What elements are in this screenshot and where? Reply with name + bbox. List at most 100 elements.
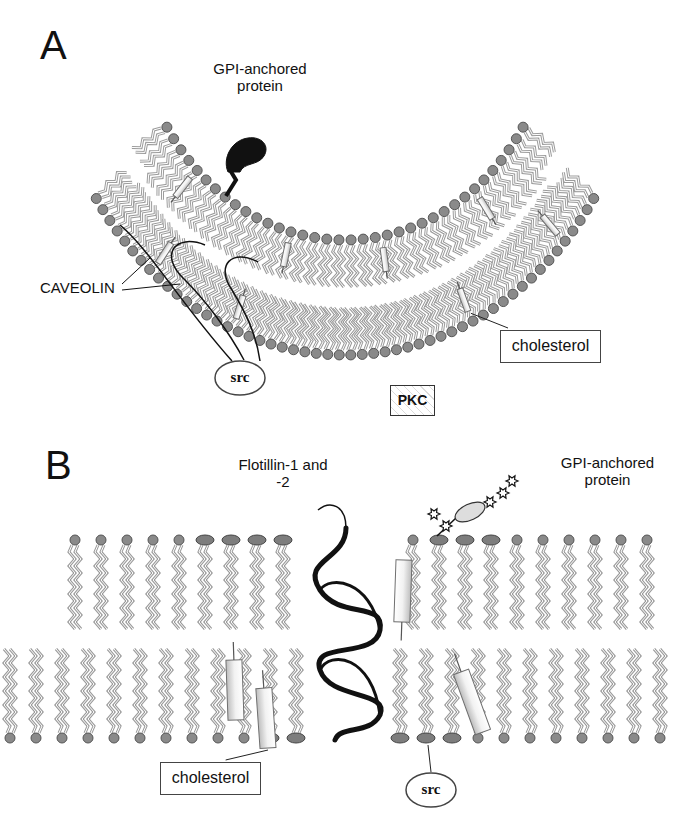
- lipid: [134, 649, 146, 743]
- fatty-acid-tail-core: [192, 649, 198, 733]
- fatty-acid-tail-core: [121, 545, 127, 629]
- fatty-acid-tail-core: [443, 217, 462, 255]
- pkc-box: PKC: [390, 385, 435, 416]
- lipid: [147, 535, 159, 629]
- leader-line: [471, 313, 508, 328]
- fatty-acid-tail: [556, 649, 562, 733]
- lipid-head: [346, 350, 356, 360]
- lipid-head: [551, 733, 561, 743]
- fatty-acid-tail: [563, 545, 569, 629]
- fatty-acid-tail: [277, 545, 283, 629]
- cholesterol-tail: [171, 197, 175, 203]
- fatty-acid-tail-core: [225, 215, 241, 255]
- ellipse-shape: [406, 773, 456, 807]
- fatty-acid-tail: [312, 306, 320, 348]
- lipid-head: [603, 733, 613, 743]
- gpi-protein: [452, 498, 488, 526]
- lipid: [641, 535, 653, 629]
- fatty-acid-tail: [380, 305, 390, 346]
- lipid-head: [162, 122, 172, 132]
- fatty-acid-tail-core: [251, 545, 257, 629]
- fatty-acid-tail: [358, 244, 366, 286]
- lipid-head: [154, 273, 164, 283]
- lipid: [537, 535, 549, 629]
- node-text: src: [231, 369, 250, 386]
- fatty-acid-tail-core: [291, 240, 300, 282]
- fatty-acid-tail-core: [433, 545, 439, 629]
- lipid-head: [526, 273, 536, 283]
- fatty-acid-tail-core: [396, 237, 409, 278]
- cholesterol-ring: [454, 669, 491, 735]
- lipid-head: [589, 194, 599, 204]
- cholesterol-molecule: [279, 242, 291, 274]
- sugar-residue: [506, 476, 518, 486]
- lipid-head: [488, 304, 498, 314]
- fatty-acid-tail: [251, 545, 257, 629]
- fatty-acid-tail: [291, 240, 300, 282]
- lipid: [196, 535, 214, 629]
- lipid-head: [538, 535, 548, 545]
- caveola: [91, 122, 598, 361]
- lipid-head: [202, 310, 212, 320]
- fatty-acid-tail-core: [563, 545, 569, 629]
- lipid-head: [96, 535, 106, 545]
- fatty-acid-tail-core: [634, 649, 640, 733]
- fatty-acid-tail: [459, 545, 465, 629]
- fatty-acid-tail: [329, 307, 336, 349]
- fatty-acid-tail-core: [641, 545, 647, 629]
- fatty-acid-tail: [225, 545, 231, 629]
- leader-line: [428, 745, 431, 772]
- cholesterol-ring: [155, 241, 173, 264]
- fatty-acid-tail-core: [608, 649, 614, 733]
- lipid-head: [300, 347, 310, 357]
- lipid-head: [241, 207, 251, 217]
- lipid-head: [642, 535, 652, 545]
- lipid-head: [252, 213, 262, 223]
- lipid-head: [391, 733, 409, 743]
- cholesterol-molecule: [535, 208, 560, 236]
- fatty-acid-tail: [307, 305, 315, 347]
- cholesterol-molecule: [393, 560, 412, 641]
- fatty-acid-tail-core: [318, 244, 325, 286]
- lipid: [323, 307, 336, 359]
- lipid: [212, 275, 236, 326]
- lipid-head: [57, 733, 67, 743]
- lipid: [108, 649, 120, 743]
- fatty-acid-tail: [426, 649, 432, 733]
- lipid-head: [120, 236, 130, 246]
- lipid-head: [322, 234, 332, 244]
- lipid: [248, 535, 266, 629]
- lipid: [160, 649, 172, 743]
- lipid-head: [148, 535, 158, 545]
- lipid-head: [417, 218, 427, 228]
- fatty-acid-tail-core: [371, 243, 381, 284]
- ellipse-shape: [215, 361, 265, 395]
- fatty-acid-tail-core: [556, 649, 562, 733]
- lipid: [56, 649, 68, 743]
- fatty-acid-tail: [237, 221, 252, 262]
- fatty-acid-tail-core: [344, 308, 351, 350]
- fatty-acid-tail-core: [36, 649, 42, 733]
- lipid: [563, 535, 575, 629]
- fatty-acid-tail: [485, 545, 491, 629]
- lipid-head: [439, 207, 449, 217]
- lipid: [511, 535, 523, 629]
- fatty-acid-tail: [502, 166, 532, 196]
- fatty-acid-tail: [660, 649, 666, 733]
- fatty-acid-tail-core: [530, 649, 536, 733]
- cholesterol-tail: [492, 219, 496, 225]
- fatty-acid-tail-core: [537, 545, 543, 629]
- fatty-acid-tail-core: [350, 308, 357, 350]
- fatty-acid-tail-core: [459, 545, 465, 629]
- lipid-head: [5, 733, 15, 743]
- lipid: [518, 122, 554, 157]
- lipid-head: [380, 347, 390, 357]
- panel-letter: B: [45, 442, 72, 488]
- lipid-head: [210, 184, 220, 194]
- lipid-head: [192, 304, 202, 314]
- fatty-acid-tail: [69, 545, 75, 629]
- lipid-head: [568, 226, 578, 236]
- lipid: [488, 165, 527, 207]
- sugar-residue: [497, 488, 509, 498]
- lipid: [112, 192, 149, 236]
